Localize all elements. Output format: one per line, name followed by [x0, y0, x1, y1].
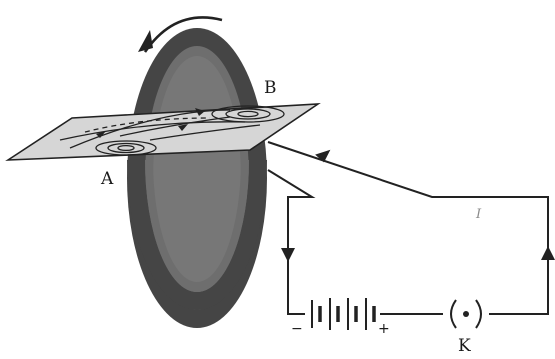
- wire-left: [267, 169, 316, 315]
- field-ring-b-outer: [211, 105, 285, 123]
- field-line-2: [69, 109, 231, 149]
- field-arrow-3: [195, 108, 205, 116]
- current-arrows: [281, 149, 555, 262]
- field-line-4: [149, 124, 261, 141]
- current-label: I: [475, 207, 482, 222]
- current-arrow-left: [281, 248, 295, 262]
- cardboard-plane: [5, 103, 321, 161]
- plug-key: [450, 299, 482, 329]
- switch-label: K: [458, 336, 471, 356]
- key-plug-dot: [463, 311, 469, 317]
- battery-positive-label: +: [378, 321, 390, 337]
- field-ring-a-inner: [117, 144, 135, 152]
- field-line-arrowheads: [96, 108, 205, 138]
- key-left-bracket: [450, 299, 457, 329]
- field-ring-a-outer: [95, 140, 157, 156]
- field-line-1: [59, 121, 246, 141]
- coil-front-lower-inner: [145, 160, 249, 292]
- wire-right: [267, 141, 549, 315]
- point-b-label: B: [264, 78, 277, 98]
- field-arrow-1: [96, 131, 106, 138]
- circuit-wires: [267, 141, 549, 315]
- coil-front-lower: [127, 160, 267, 310]
- point-a-label: A: [100, 169, 114, 189]
- current-arrow-top: [315, 149, 331, 163]
- rotation-arrowhead: [138, 30, 153, 52]
- field-ring-b-inner: [237, 110, 259, 118]
- field-ring-b-middle: [225, 108, 271, 120]
- key-right-bracket: [475, 299, 482, 329]
- current-arrow-right: [541, 246, 555, 260]
- battery: [311, 298, 376, 330]
- battery-negative-label: −: [291, 321, 303, 337]
- field-ring-a-middle: [107, 142, 145, 154]
- magnetic-field-lines: [59, 105, 285, 156]
- field-arrow-2: [178, 124, 188, 131]
- field-line-dashed: [84, 117, 211, 133]
